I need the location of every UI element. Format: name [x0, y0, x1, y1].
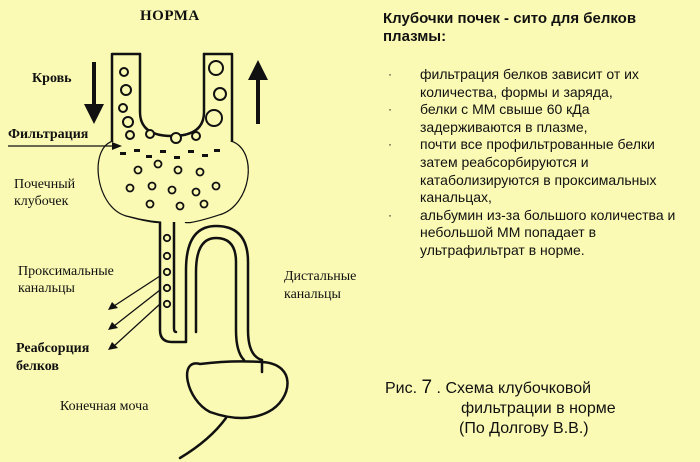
- urine-collector: [185, 360, 289, 420]
- bullet-item: · альбумин из-за большого количества и не…: [380, 207, 692, 260]
- ureter: [178, 416, 228, 460]
- blood-cell: [122, 116, 134, 128]
- label-glomerulus-1: Почечный: [14, 177, 76, 192]
- blood-cell: [170, 132, 182, 144]
- bullet-dot: ·: [388, 102, 392, 117]
- bullet-text: альбумин из-за большого количества и неб…: [420, 206, 676, 258]
- blood-cell: [125, 130, 135, 140]
- caption-line-3: (По Долгову В.В.): [459, 420, 589, 437]
- panel-heading: Клубочки почек - сито для белков плазмы:: [383, 10, 637, 45]
- bullet-dot: ·: [388, 137, 392, 152]
- blood-cell: [119, 67, 129, 77]
- bullet-text: белки с ММ свыше 60 кДа задерживаются в …: [420, 101, 590, 135]
- figure-caption: Рис. 7 . Схема клубочковой фильтрации в …: [385, 378, 616, 439]
- distal-tubule-wall: [194, 236, 246, 362]
- kidney-filtration-diagram: [8, 52, 289, 460]
- blood-out-arrowhead: [248, 60, 268, 80]
- label-reabsorption-2: белков: [16, 359, 59, 374]
- bullet-text: фильтрация белков зависит от их количест…: [420, 66, 639, 100]
- blood-cell: [205, 109, 223, 127]
- blood-cell: [118, 103, 128, 113]
- bullet-text: почти все профильтрованные белки затем р…: [420, 136, 657, 206]
- caption-line-2: фильтрации в норме: [461, 400, 616, 417]
- label-blood: Кровь: [32, 71, 72, 86]
- label-proximal-1: Проксимальные: [18, 264, 114, 279]
- caption-number: 7: [421, 377, 433, 398]
- label-filtration: Фильтрация: [8, 127, 89, 142]
- bullet-item: · почти все профильтрованные белки затем …: [380, 136, 692, 206]
- blood-cell: [120, 84, 132, 96]
- blood-cell: [208, 60, 224, 76]
- blood-cell: [145, 129, 155, 139]
- capillary-loop-inner: [138, 52, 206, 138]
- bullet-dot: ·: [388, 207, 392, 222]
- label-proximal-2: канальцы: [18, 281, 75, 296]
- label-reabsorption-1: Реабсорция: [16, 341, 90, 356]
- blood-cell: [213, 87, 227, 101]
- blood-in-arrowhead: [84, 104, 104, 124]
- label-distal-1: Дистальные: [284, 269, 357, 284]
- bullet-item: · фильтрация белков зависит от их количес…: [380, 66, 692, 101]
- label-distal-2: канальцы: [284, 287, 341, 302]
- label-glomerulus-2: клубочек: [14, 194, 69, 209]
- capillary-loop-outer: [110, 52, 234, 144]
- caption-prefix: Рис.: [385, 380, 418, 397]
- blood-cell: [191, 131, 201, 141]
- diagram-title: НОРМА: [140, 8, 200, 24]
- bullet-item: · белки с ММ свыше 60 кДа задерживаются в…: [380, 101, 692, 136]
- bullet-list: · фильтрация белков зависит от их количес…: [380, 66, 692, 260]
- caption-line-1: Рис. 7 . Схема клубочковой: [385, 378, 616, 399]
- caption-text-1: . Схема клубочковой: [436, 380, 592, 397]
- label-urine: Конечная моча: [60, 399, 149, 414]
- bullet-dot: ·: [388, 67, 392, 81]
- proximal-tubule-wall: [172, 220, 178, 334]
